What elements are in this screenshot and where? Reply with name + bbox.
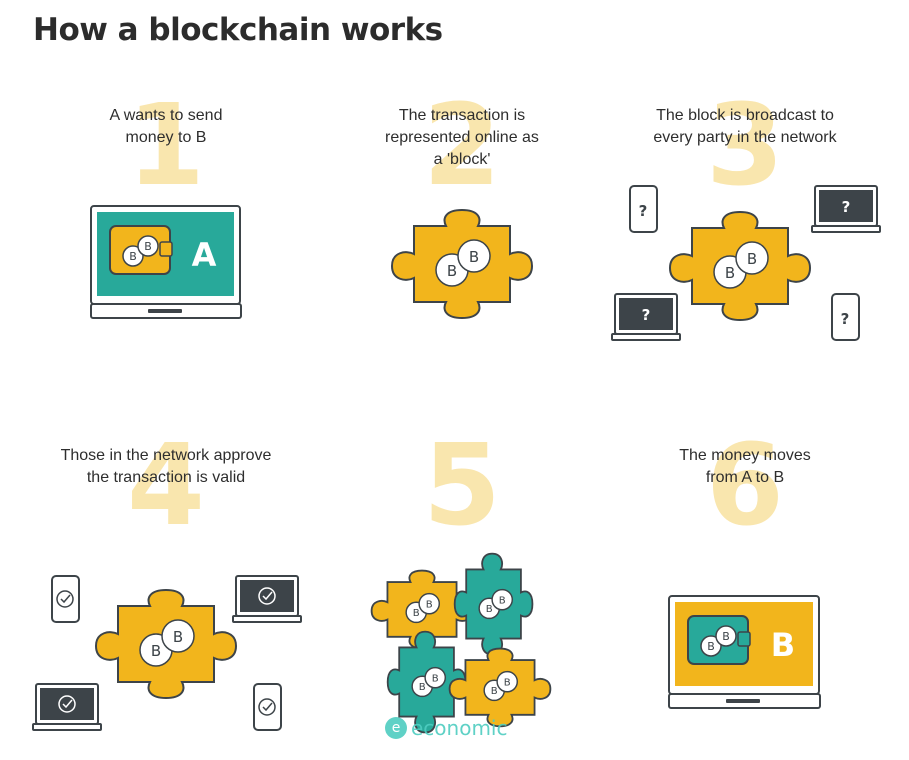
svg-text:B: B [419,682,426,693]
svg-text:?: ? [639,202,648,220]
svg-text:B: B [707,640,715,653]
wallet-icon: B B [687,615,751,665]
step-3: 3 The block is broadcast to every party … [595,90,895,420]
step-4: 4 Those in the network approve the trans… [16,430,316,760]
step-5: 5 B B B B B B B [312,430,612,760]
svg-text:B: B [747,250,757,268]
svg-text:B: B [486,604,493,615]
step-2: 2 The transaction is represented online … [312,90,612,420]
step-caption: The transaction is represented online as… [385,107,539,168]
check-laptop-icon [232,575,302,623]
laptop-icon: ? [811,185,881,233]
check-phone-icon [253,683,282,731]
puzzle-block-illustration: B B [391,209,533,319]
svg-text:?: ? [842,198,851,216]
svg-text:B: B [504,677,511,688]
svg-text:B: B [491,686,498,697]
step-number: 4 [127,421,205,551]
svg-text:B: B [432,673,439,684]
step-number: 6 [706,421,784,551]
laptop-wallet-a-illustration: B B A [90,205,242,319]
broadcast-illustration: B B ? ? ? ? [611,185,881,341]
svg-text:?: ? [841,310,850,328]
puzzle-chain-illustration: B B B B B B B B [370,552,552,734]
step-caption: The money moves from A to B [679,447,811,486]
svg-text:B: B [151,642,161,660]
step-number: 1 [127,81,205,211]
screen-letter: B [771,626,795,664]
network-approve-illustration: B B [32,575,302,731]
svg-text:B: B [447,262,457,280]
step-1: 1 A wants to send money to B B B A [16,90,316,420]
step-6: 6 The money moves from A to B B B B [595,430,895,760]
svg-text:B: B [173,628,183,646]
watermark-logo-icon: e [385,717,407,739]
svg-text:B: B [413,608,420,619]
screen-letter: A [192,236,217,274]
step-number: 3 [706,81,784,211]
step-caption: Those in the network approve the transac… [60,447,272,486]
page-title: How a blockchain works [33,12,443,48]
watermark-text: economic [411,716,508,740]
phone-icon: ? [831,293,860,341]
watermark: e economic [385,716,507,740]
svg-text:B: B [469,248,479,266]
check-laptop-icon [32,683,102,731]
wallet-icon: B B [109,225,173,275]
svg-text:B: B [144,240,152,253]
svg-text:?: ? [642,306,651,324]
step-number: 5 [423,421,501,551]
svg-text:B: B [129,250,137,263]
step-caption: The block is broadcast to every party in… [653,107,837,146]
laptop-wallet-b-illustration: B B B [668,595,821,709]
svg-text:B: B [722,630,730,643]
check-phone-icon [51,575,80,623]
svg-text:B: B [725,264,735,282]
step-number: 2 [423,81,501,211]
svg-text:B: B [426,599,433,610]
svg-text:B: B [499,595,506,606]
laptop-icon: ? [611,293,681,341]
phone-icon: ? [629,185,658,233]
step-caption: A wants to send money to B [109,107,223,146]
